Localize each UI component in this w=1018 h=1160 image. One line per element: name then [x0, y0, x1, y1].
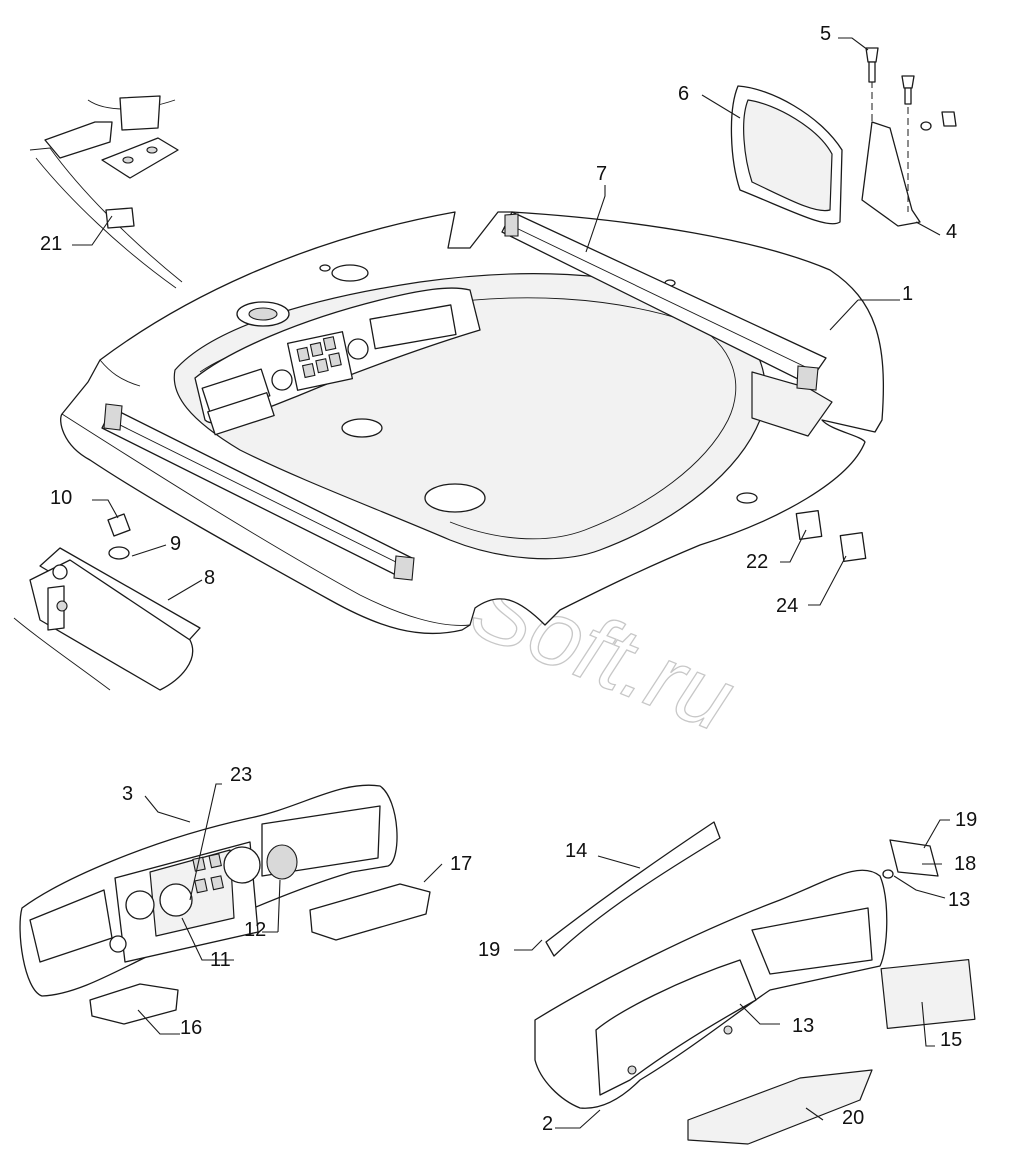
callout-22: 22 [746, 551, 768, 573]
callout-10: 10 [50, 487, 72, 509]
callout-2: 2 [542, 1113, 553, 1135]
callout-13-console: 13 [792, 1015, 814, 1037]
decal-22 [795, 509, 823, 541]
callout-12: 12 [244, 919, 266, 941]
callout-6: 6 [678, 83, 689, 105]
callout-19-rail: 19 [478, 939, 500, 961]
leader-lines [72, 37, 950, 1129]
console-2 [534, 821, 976, 1145]
callout-19-bracket: 19 [955, 809, 977, 831]
callout-20: 20 [842, 1107, 864, 1129]
callout-15: 15 [940, 1029, 962, 1051]
callout-17: 17 [450, 853, 472, 875]
callout-16: 16 [180, 1017, 202, 1039]
callout-13-bracket: 13 [948, 889, 970, 911]
callout-3: 3 [122, 783, 133, 805]
front-rail [101, 403, 415, 581]
detail-8-inset [13, 513, 201, 691]
rear-rail [501, 211, 827, 391]
callout-11: 11 [210, 949, 231, 971]
callout-21: 21 [40, 233, 62, 255]
callout-9: 9 [170, 533, 181, 555]
callout-14: 14 [565, 840, 587, 862]
visor-and-bracket [730, 47, 957, 227]
callout-5: 5 [820, 23, 831, 45]
callout-23: 23 [230, 764, 252, 786]
callout-24: 24 [776, 595, 798, 617]
callout-8: 8 [204, 567, 215, 589]
callout-18: 18 [954, 853, 976, 875]
callout-7: 7 [596, 163, 607, 185]
detail-21-inset [29, 95, 183, 289]
decal-24 [839, 531, 867, 563]
callout-1: 1 [902, 283, 913, 305]
callout-4: 4 [946, 221, 957, 243]
console-3 [19, 784, 431, 1025]
